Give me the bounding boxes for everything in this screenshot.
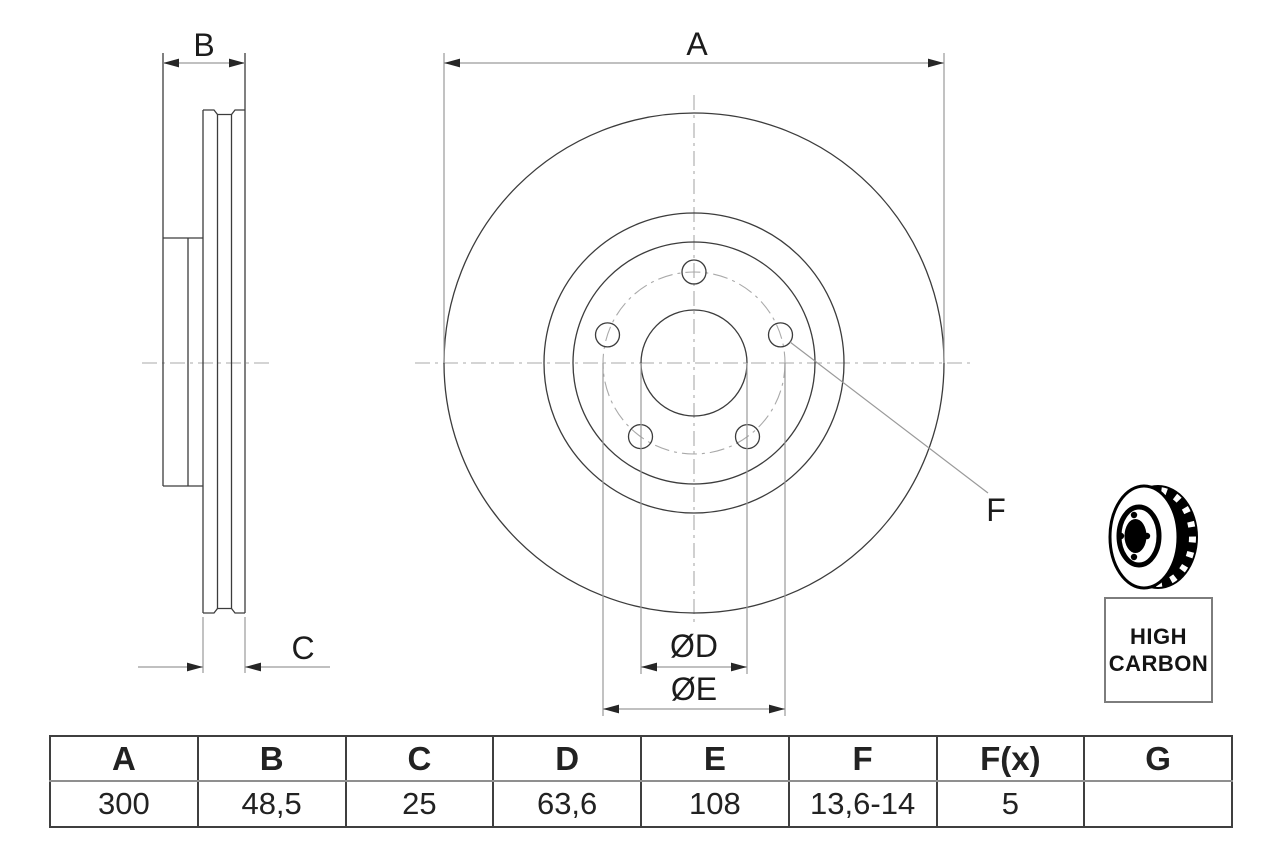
- vented-brake-disc-icon: [1108, 484, 1198, 590]
- bolt-hole: [767, 322, 794, 348]
- e-extension-lines: [602, 363, 786, 716]
- value-cell-e: 108: [640, 780, 790, 828]
- icon-center-bore: [1124, 519, 1147, 553]
- friction-ring-inner-circle: [543, 212, 845, 514]
- header-cell-c: C: [344, 735, 495, 782]
- e-dimension-label: ØE: [671, 671, 717, 707]
- icon-bolt-dot: [1130, 511, 1138, 519]
- f-dimension-label: F: [986, 492, 1006, 528]
- b-dimension-label: B: [193, 27, 214, 63]
- c-dimension-label: C: [291, 630, 314, 666]
- dimension-table: A B C D E F F(x) G 300 48,5 25 63,6 108 …: [49, 735, 1233, 828]
- header-cell-a: A: [49, 735, 199, 782]
- disc-top-edge: [203, 109, 245, 116]
- d-arrow-left: [641, 662, 657, 672]
- disc-bottom-edge: [203, 607, 245, 614]
- icon-bolt-dot: [1130, 553, 1138, 561]
- header-cell-b: B: [196, 735, 347, 782]
- value-cell-g: [1083, 780, 1233, 828]
- e-arrow-left: [603, 704, 619, 714]
- side-section-view: B C: [138, 27, 330, 673]
- b-arrow-left: [163, 58, 179, 68]
- a-extension-lines: [443, 53, 945, 363]
- d-dimension-label: ØD: [670, 628, 718, 664]
- high-carbon-badge: HIGH CARBON: [1104, 597, 1213, 703]
- d-extension-lines: [640, 363, 748, 674]
- value-cell-c: 25: [344, 780, 495, 828]
- f-leader-line: [789, 341, 989, 494]
- e-arrow-right: [769, 704, 785, 714]
- dimension-table-header-row: A B C D E F F(x) G: [49, 735, 1233, 782]
- value-cell-d: 63,6: [492, 780, 642, 828]
- b-arrow-right: [229, 58, 245, 68]
- icon-bolt-dot: [1117, 532, 1125, 540]
- badge-line-2: CARBON: [1108, 650, 1209, 676]
- header-cell-g: G: [1083, 735, 1233, 782]
- header-cell-fx: F(x): [935, 735, 1086, 782]
- front-view: A ØD ØE F: [415, 26, 1006, 716]
- dimension-table-value-row: 300 48,5 25 63,6 108 13,6-14 5: [49, 780, 1233, 828]
- a-dimension-label: A: [686, 26, 708, 62]
- value-cell-b: 48,5: [196, 780, 347, 828]
- d-arrow-right: [731, 662, 747, 672]
- icon-bolt-dot: [1143, 532, 1151, 540]
- c-arrow-left: [187, 662, 203, 672]
- header-cell-e: E: [640, 735, 790, 782]
- header-cell-f: F: [787, 735, 938, 782]
- badge-line-1: HIGH: [1130, 624, 1187, 650]
- c-extension-lines: [202, 617, 246, 673]
- c-arrow-right: [245, 662, 261, 672]
- header-cell-d: D: [492, 735, 642, 782]
- hat-circle: [572, 241, 816, 485]
- a-arrow-left: [444, 58, 460, 68]
- value-cell-a: 300: [49, 780, 199, 828]
- value-cell-f: 13,6-14: [787, 780, 938, 828]
- bolt-hole: [594, 322, 621, 348]
- technical-drawing: B C: [138, 26, 1198, 716]
- value-cell-fx: 5: [935, 780, 1086, 828]
- a-arrow-right: [928, 58, 944, 68]
- bolt-hole: [681, 259, 707, 285]
